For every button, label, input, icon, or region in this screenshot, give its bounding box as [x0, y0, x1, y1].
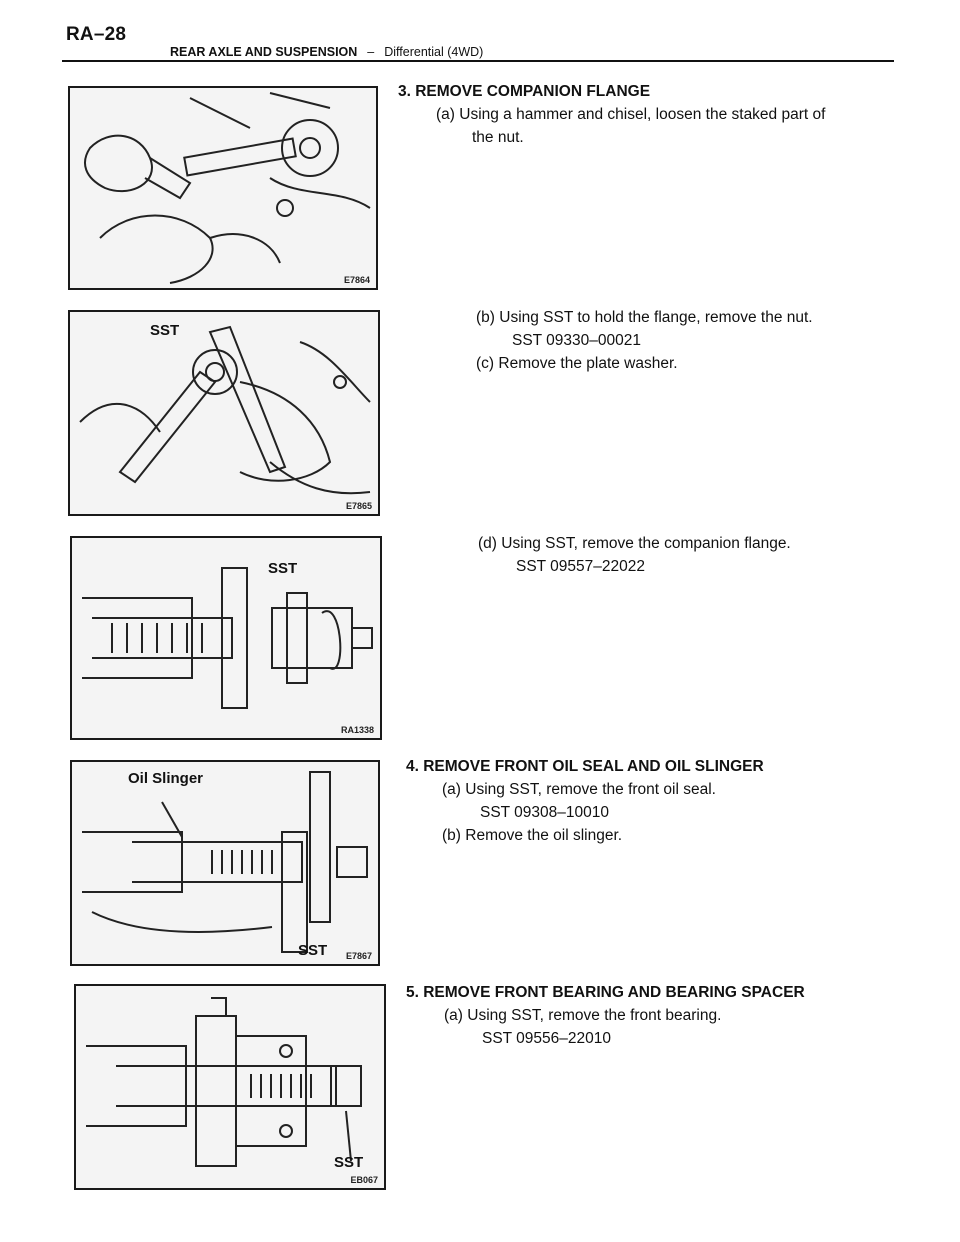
step-4-heading: 4. REMOVE FRONT OIL SEAL AND OIL SLINGER [406, 758, 764, 775]
step-5-heading: 5. REMOVE FRONT BEARING AND BEARING SPAC… [406, 984, 805, 1001]
step-3d-sst: SST 09557–22022 [516, 558, 645, 575]
illustration-sst-hold-flange [79, 325, 371, 495]
step-4b: (b) Remove the oil slinger. [442, 827, 623, 844]
figure-code: EB067 [350, 1175, 378, 1185]
figure-code: E7865 [345, 501, 372, 511]
figure-hammer-chisel: E7864 [68, 86, 378, 290]
step-3a-line1: (a) Using a hammer and chisel, loosen th… [436, 106, 826, 123]
illustration-oil-seal-removal [82, 771, 368, 953]
header-section: REAR AXLE AND SUSPENSION [170, 45, 358, 59]
oil-slinger-callout: Oil Slinger [128, 770, 204, 787]
page-number: RA–28 [66, 24, 127, 45]
step-3b-sst: SST 09330–00021 [512, 332, 641, 349]
sst-callout: SST [150, 322, 180, 339]
sst-callout: SST [298, 942, 328, 959]
step-3d: (d) Using SST, remove the companion flan… [478, 535, 791, 552]
header-separator: – [367, 45, 375, 59]
step-5a: (a) Using SST, remove the front bearing. [444, 1007, 722, 1024]
sst-callout: SST [268, 560, 298, 577]
figure-front-bearing-removal: SST EB067 [74, 984, 386, 1190]
step-4a: (a) Using SST, remove the front oil seal… [442, 781, 716, 798]
figure-code: E7864 [343, 275, 370, 285]
step-3a-line2: the nut. [472, 129, 524, 146]
header-rule [62, 60, 894, 62]
step-5a-sst: SST 09556–22010 [482, 1030, 611, 1047]
step-3-heading: 3. REMOVE COMPANION FLANGE [398, 83, 651, 100]
header-subsection: Differential (4WD) [384, 45, 484, 59]
illustration-sst-companion-flange [82, 567, 373, 709]
running-header: REAR AXLE AND SUSPENSION–Differential (4… [170, 45, 483, 59]
step-4a-sst: SST 09308–10010 [480, 804, 609, 821]
figure-oil-seal-removal: Oil Slinger SST E7867 [70, 760, 380, 966]
step-3b: (b) Using SST to hold the flange, remove… [476, 309, 813, 326]
figure-code: E7867 [345, 951, 372, 961]
sst-callout: SST [334, 1154, 364, 1171]
step-3c: (c) Remove the plate washer. [476, 355, 678, 372]
illustration-front-bearing-removal [86, 997, 362, 1167]
figure-sst-companion-flange: SST RA1338 [70, 536, 382, 740]
figure-code: RA1338 [340, 725, 374, 735]
illustration-hammer-chisel [84, 92, 371, 284]
figure-sst-hold-flange: SST E7865 [68, 310, 380, 516]
